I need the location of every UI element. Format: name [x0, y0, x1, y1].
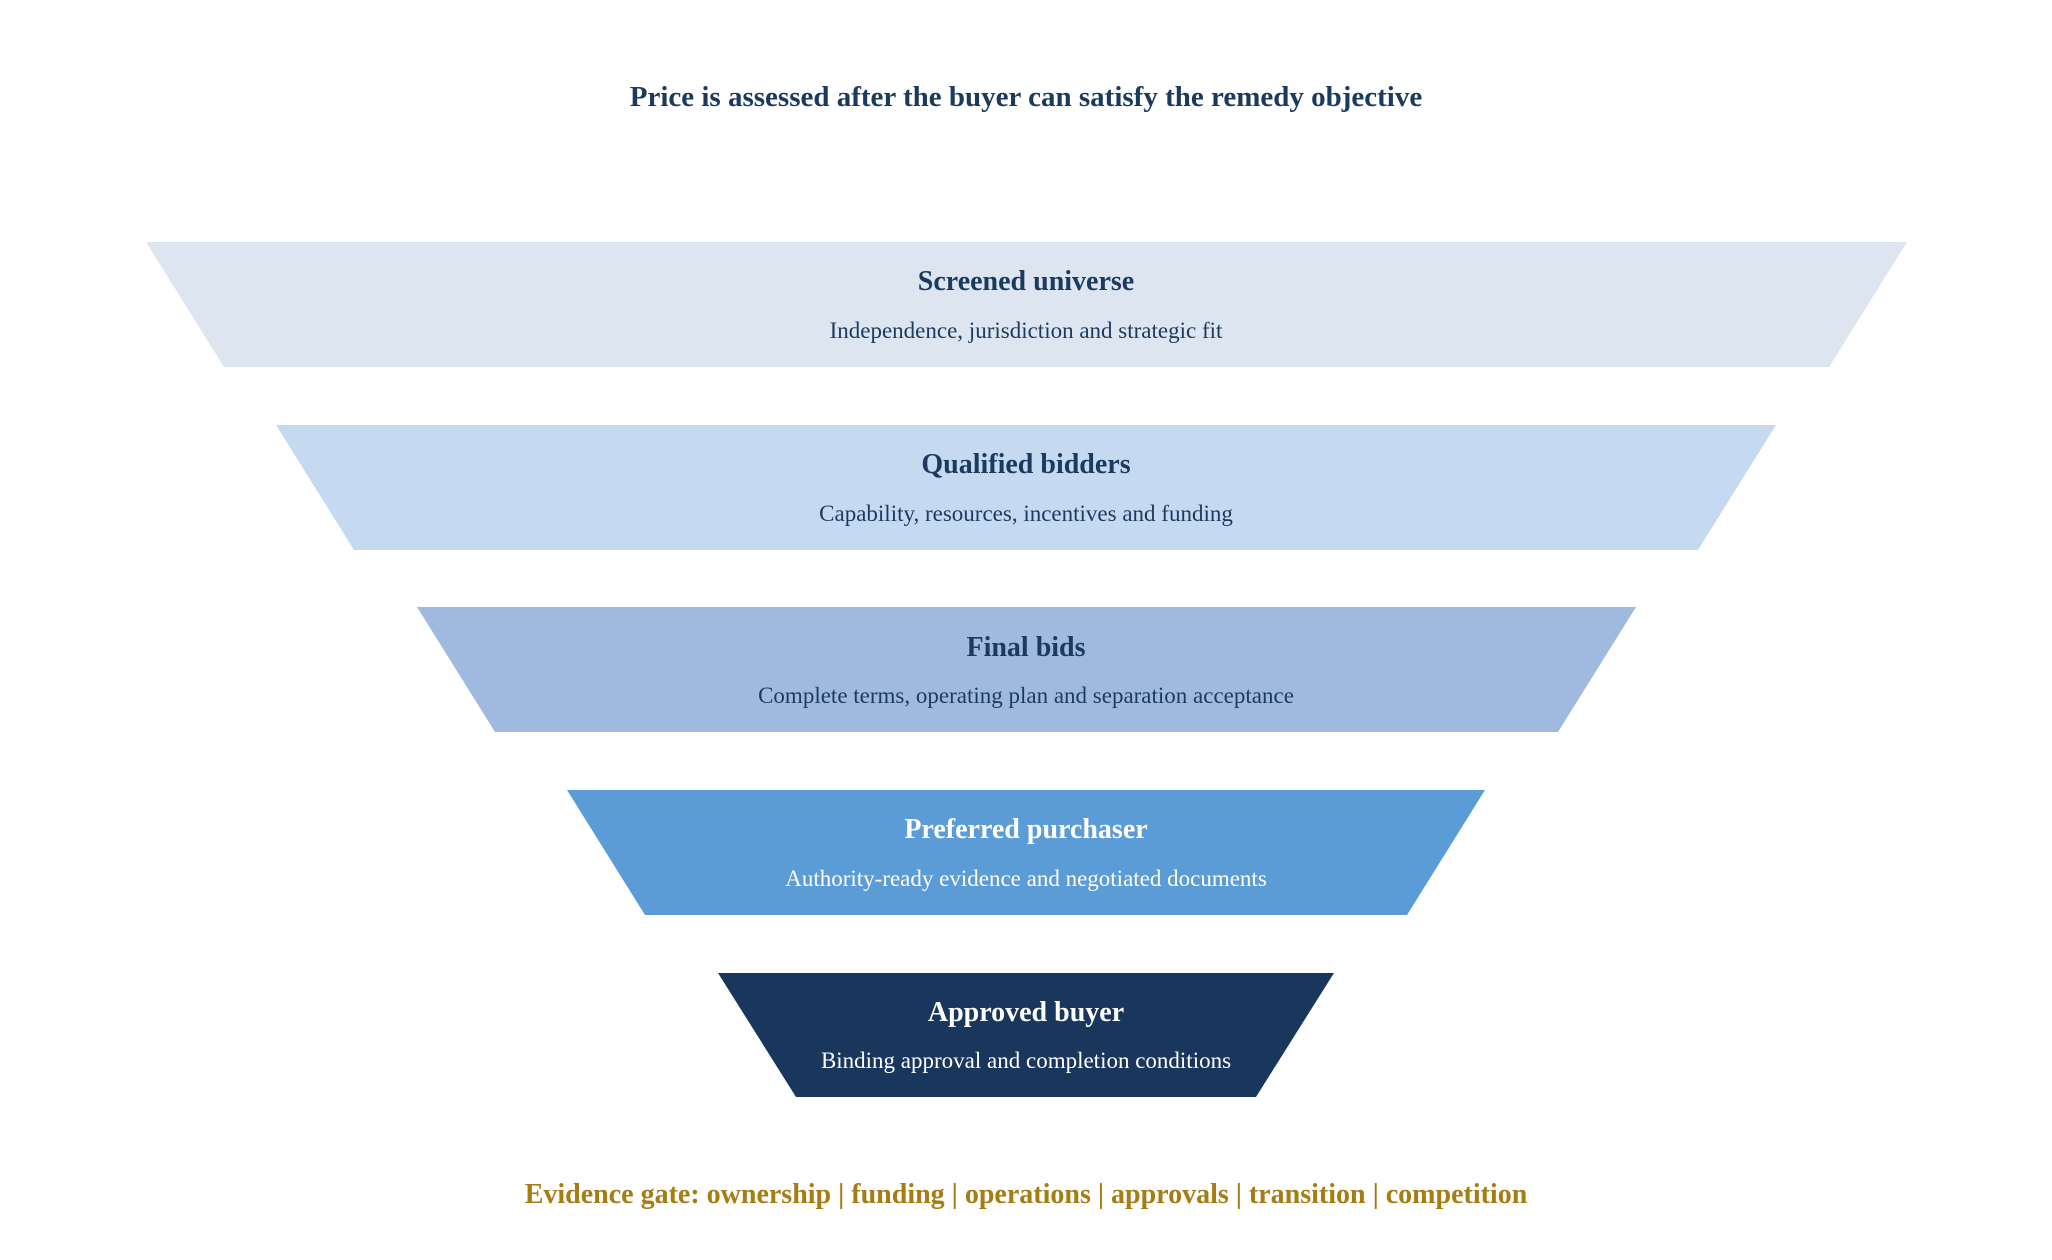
stage-description: Complete terms, operating plan and separ… — [758, 683, 1294, 708]
stage-shape — [718, 973, 1334, 1097]
evidence-gate-footer: Evidence gate: ownership | funding | ope… — [525, 1179, 1528, 1210]
stage-preferred-purchaser: Preferred purchaser Authority-ready evid… — [567, 790, 1485, 915]
stage-name: Screened universe — [918, 266, 1134, 297]
stage-final-bids: Final bids Complete terms, operating pla… — [417, 607, 1636, 732]
stage-qualified-bidders: Qualified bidders Capability, resources,… — [276, 425, 1776, 550]
stage-screened-universe: Screened universe Independence, jurisdic… — [146, 242, 1907, 367]
diagram-title: Price is assessed after the buyer can sa… — [630, 81, 1423, 113]
stage-description: Independence, jurisdiction and strategic… — [830, 318, 1223, 343]
stage-approved-buyer: Approved buyer Binding approval and comp… — [718, 973, 1334, 1097]
stage-description: Binding approval and completion conditio… — [821, 1048, 1231, 1073]
stage-name: Preferred purchaser — [904, 814, 1147, 845]
stage-shape — [146, 242, 1907, 367]
stage-shape — [567, 790, 1485, 915]
stage-shape — [276, 425, 1776, 550]
stage-name: Approved buyer — [928, 997, 1124, 1028]
stage-description: Capability, resources, incentives and fu… — [819, 501, 1233, 526]
stage-shape — [417, 607, 1636, 732]
stage-name: Qualified bidders — [921, 449, 1130, 480]
funnel-stages: Screened universe Independence, jurisdic… — [146, 242, 1907, 1097]
stage-description: Authority-ready evidence and negotiated … — [785, 866, 1267, 891]
stage-name: Final bids — [966, 632, 1085, 663]
